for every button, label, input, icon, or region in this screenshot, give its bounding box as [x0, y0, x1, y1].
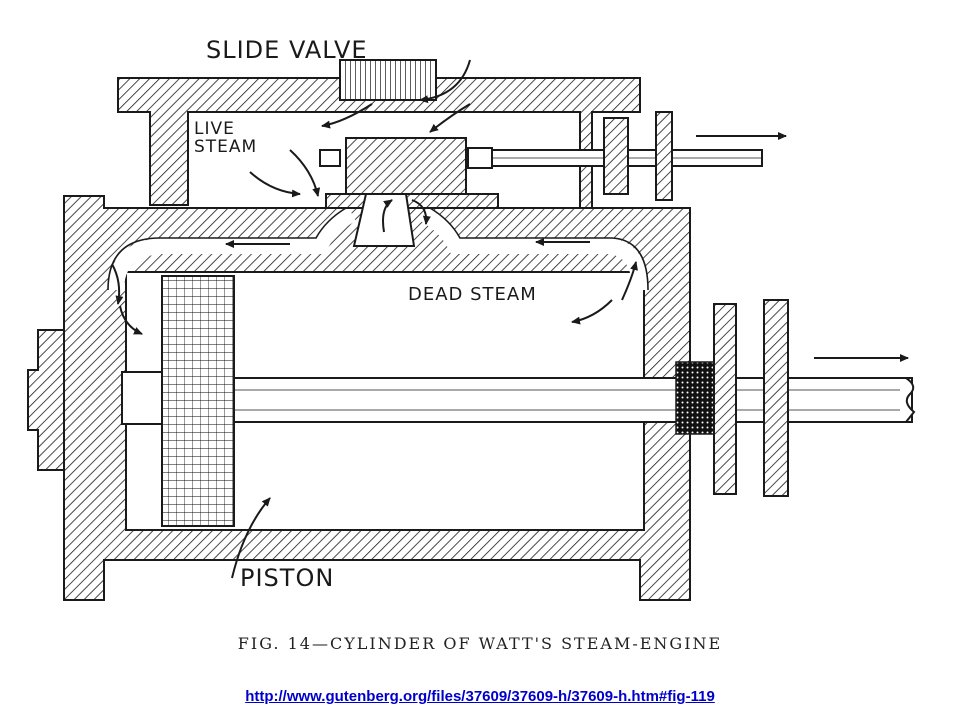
- slide-valve-block: [345, 137, 467, 195]
- valve-cover-boss: [339, 59, 437, 101]
- valve-gland: [603, 117, 629, 195]
- source-link[interactable]: http://www.gutenberg.org/files/37609/376…: [245, 688, 715, 705]
- steam-chest: [117, 59, 641, 213]
- arrow-live-steam-1: [249, 171, 301, 198]
- arrow-live-steam-2: [289, 149, 321, 197]
- figure-caption: FIG. 14—CYLINDER OF WATT'S STEAM-ENGINE: [237, 634, 723, 653]
- arrow-left-down: [111, 263, 124, 305]
- diagram-labels: SLIDE VALVE LIVE STEAM DEAD STEAM PISTON: [194, 36, 537, 592]
- arrow-slide-valve-1: [419, 59, 471, 104]
- steam-chest-casing: [117, 77, 641, 213]
- arrow-right-up: [621, 261, 638, 301]
- valve-nut-left: [319, 149, 341, 167]
- cylinder-wall: [63, 195, 691, 601]
- arrow-slide-valve-3: [429, 103, 471, 133]
- arrow-exhaust: [382, 199, 393, 233]
- piston-rod: [233, 377, 913, 423]
- arrow-slide-valve-2: [321, 103, 373, 129]
- label-live-steam-line1: LIVE: [194, 119, 235, 139]
- label-live-steam-line2: STEAM: [194, 137, 257, 157]
- piston-rod-nut: [121, 371, 163, 425]
- piston-assembly: [121, 275, 916, 527]
- gland-flange-left: [713, 303, 737, 495]
- flow-arrows: [111, 59, 909, 579]
- gland-flange-right: [763, 299, 789, 497]
- valve-nut-right: [467, 147, 493, 169]
- piston-head: [161, 275, 235, 527]
- label-piston: PISTON: [240, 564, 334, 592]
- arrow-piston: [231, 497, 271, 579]
- label-slide-valve: SLIDE VALVE: [206, 36, 368, 64]
- arrow-exhaust-2: [411, 199, 431, 225]
- front-cover: [27, 329, 65, 471]
- rod-break-end: [905, 377, 916, 423]
- label-dead-steam: DEAD STEAM: [408, 284, 537, 305]
- arrow-left-curl: [119, 305, 143, 335]
- arrow-dead-steam: [571, 299, 613, 325]
- valve-gland-flange: [655, 111, 673, 201]
